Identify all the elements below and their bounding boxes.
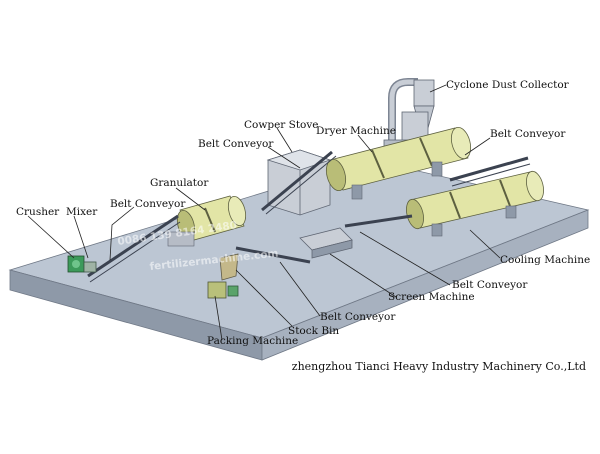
cooling-drum [406,170,544,237]
label-granulator: Granulator [150,177,209,189]
label-packing-machine: Packing Machine [207,335,298,347]
mixer-machine [83,261,97,273]
packing-machine-unit [207,281,239,299]
crusher-machine [67,255,85,273]
label-cowper-stove: Cowper Stove [244,119,319,131]
company-caption: zhengzhou Tianci Heavy Industry Machiner… [292,360,586,373]
leader-lines [27,84,501,341]
label-belt-conveyor-top-left: Belt Conveyor [198,138,274,150]
label-crusher: Crusher [16,206,60,218]
label-belt-conveyor-left: Belt Conveyor [110,198,186,210]
dryer-drum [325,126,472,200]
conveyors [87,150,531,283]
label-cooling-machine: Cooling Machine [500,254,590,266]
platform-side [261,209,589,361]
label-belt-conveyor-top-right: Belt Conveyor [490,128,566,140]
belt-conveyor-top-left [261,150,333,212]
label-cyclone-dust-collector: Cyclone Dust Collector [446,79,570,91]
label-stock-bin: Stock Bin [288,325,339,337]
label-belt-conveyor-bottom: Belt Conveyor [320,311,396,323]
belt-conveyor-left [87,214,179,278]
belt-conveyor-right-bottom [344,214,413,228]
belt-conveyor-bottom [235,246,311,264]
belt-conveyor-top-right [449,156,529,182]
stock-bin-machine [219,253,239,281]
label-screen-machine: Screen Machine [388,291,475,303]
screen-machine [299,227,353,259]
label-belt-conveyor-right-bottom: Belt Conveyor [452,279,528,291]
label-mixer: Mixer [66,206,98,218]
granulator-drum [167,195,247,247]
label-dryer-machine: Dryer Machine [316,125,396,137]
